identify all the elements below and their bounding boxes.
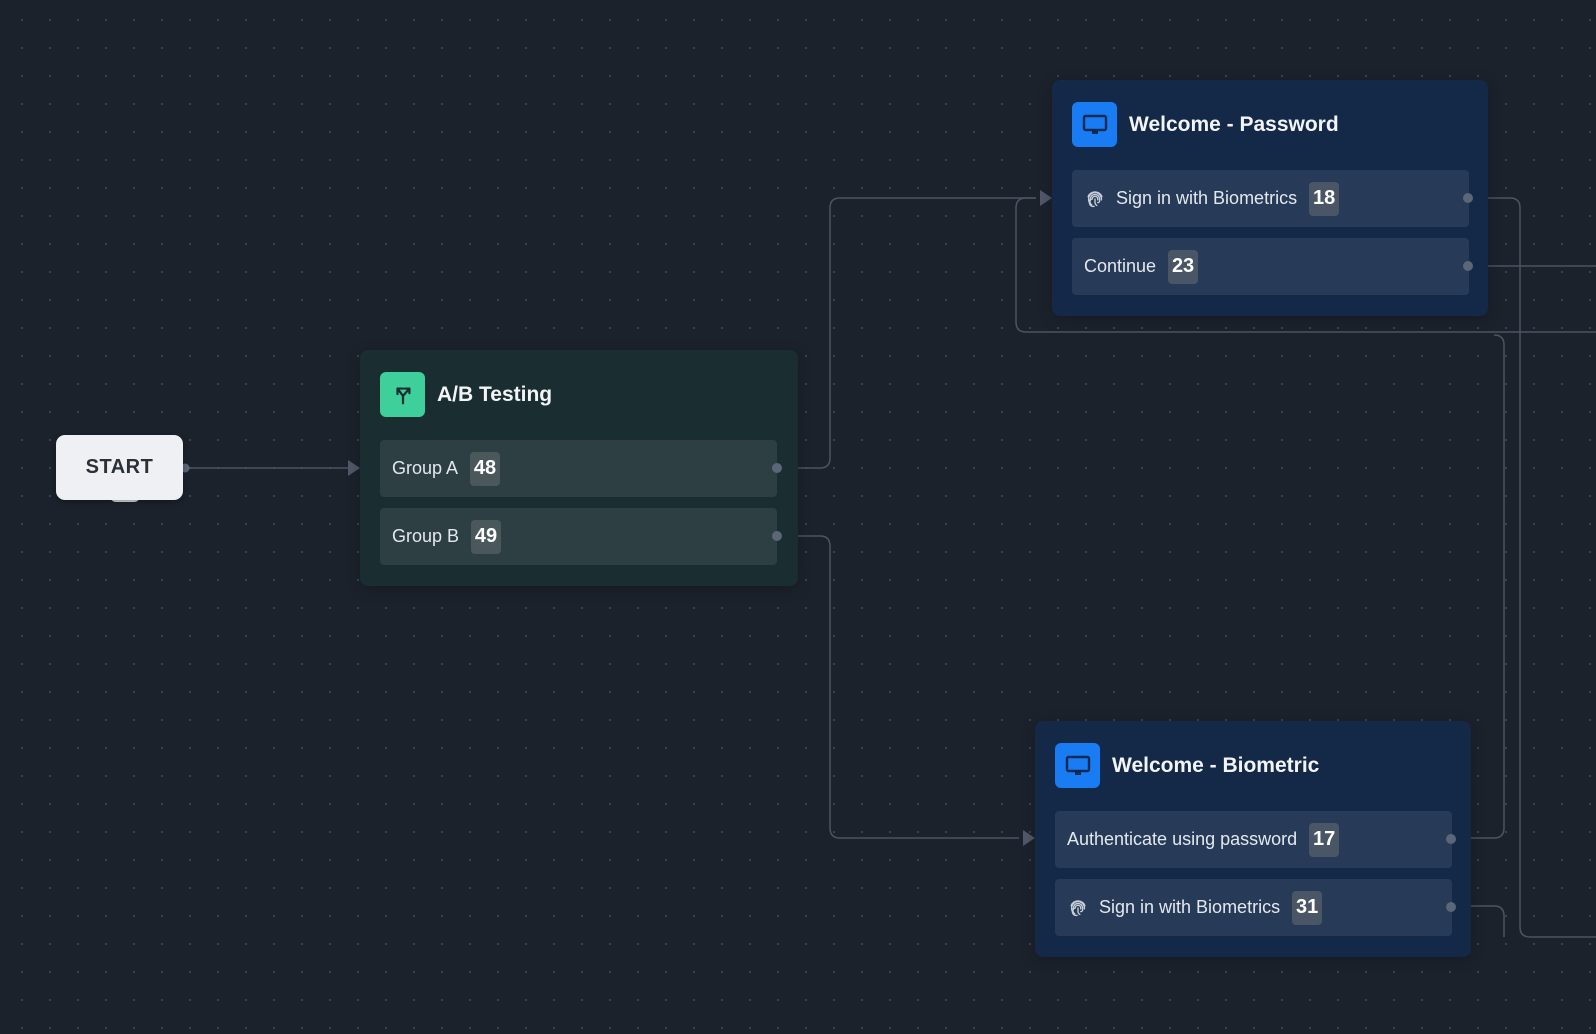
ab-testing-title: A/B Testing <box>437 382 553 406</box>
welcome-biometric-title: Welcome - Biometric <box>1112 753 1320 777</box>
port-bio-authenticate-password[interactable]: Authenticate using password 17 <box>1055 811 1452 868</box>
port-bio-authenticate-password-count: 17 <box>1309 822 1340 857</box>
port-pw-continue-handle[interactable] <box>1463 261 1473 271</box>
edge-bio-sign-out <box>1451 905 1505 937</box>
split-arrows-icon <box>380 372 425 417</box>
port-group-a-count: 48 <box>470 451 501 486</box>
monitor-icon <box>1055 743 1100 788</box>
arrow-into-biometric <box>1023 830 1035 846</box>
port-bio-sign-in-biometrics-label: Sign in with Biometrics <box>1099 897 1281 917</box>
fingerprint-icon <box>1084 188 1106 210</box>
welcome-biometric-header: Welcome - Biometric <box>1055 743 1319 788</box>
edge-password-loop <box>1015 197 1596 333</box>
ab-testing-node[interactable]: A/B Testing Group A 48 Group B 49 <box>360 350 798 586</box>
port-bio-sign-in-biometrics-count: 31 <box>1292 890 1323 925</box>
start-node[interactable]: START <box>56 435 183 500</box>
welcome-biometric-node[interactable]: Welcome - Biometric Authenticate using p… <box>1035 721 1471 957</box>
edge-groupb-to-biometric <box>777 535 1019 839</box>
port-group-b-count: 49 <box>471 519 502 554</box>
edge-pw-bio-out <box>1468 197 1596 938</box>
welcome-password-title: Welcome - Password <box>1129 112 1339 136</box>
arrow-into-ab <box>348 460 360 476</box>
port-pw-continue[interactable]: Continue 23 <box>1072 238 1469 295</box>
ab-testing-header: A/B Testing <box>380 372 552 417</box>
arrow-into-password <box>1040 190 1052 206</box>
port-group-a[interactable]: Group A 48 <box>380 440 777 497</box>
welcome-password-header: Welcome - Password <box>1072 102 1339 147</box>
start-label: START <box>85 456 154 478</box>
monitor-icon <box>1072 102 1117 147</box>
edge-bio-auth-out <box>1451 334 1505 839</box>
port-group-b[interactable]: Group B 49 <box>380 508 777 565</box>
welcome-password-node[interactable]: Welcome - Password Sign in with Biometri… <box>1052 80 1488 316</box>
fingerprint-icon <box>1067 897 1089 919</box>
port-bio-sign-in-biometrics[interactable]: Sign in with Biometrics 31 <box>1055 879 1452 936</box>
port-pw-sign-in-biometrics-count: 18 <box>1309 181 1340 216</box>
port-pw-sign-in-biometrics-label: Sign in with Biometrics <box>1116 188 1298 208</box>
edge-groupa-to-password <box>777 197 1036 469</box>
port-bio-authenticate-password-label: Authenticate using password <box>1067 829 1298 849</box>
port-bio-sign-in-biometrics-handle[interactable] <box>1446 902 1456 912</box>
port-pw-continue-label: Continue <box>1084 256 1157 276</box>
port-bio-authenticate-password-handle[interactable] <box>1446 834 1456 844</box>
port-group-b-label: Group B <box>392 526 460 546</box>
port-pw-continue-count: 23 <box>1168 249 1199 284</box>
port-group-a-handle[interactable] <box>772 463 782 473</box>
port-group-a-label: Group A <box>392 458 459 478</box>
port-pw-sign-in-biometrics[interactable]: Sign in with Biometrics 18 <box>1072 170 1469 227</box>
port-group-b-handle[interactable] <box>772 531 782 541</box>
port-pw-sign-in-biometrics-handle[interactable] <box>1463 193 1473 203</box>
